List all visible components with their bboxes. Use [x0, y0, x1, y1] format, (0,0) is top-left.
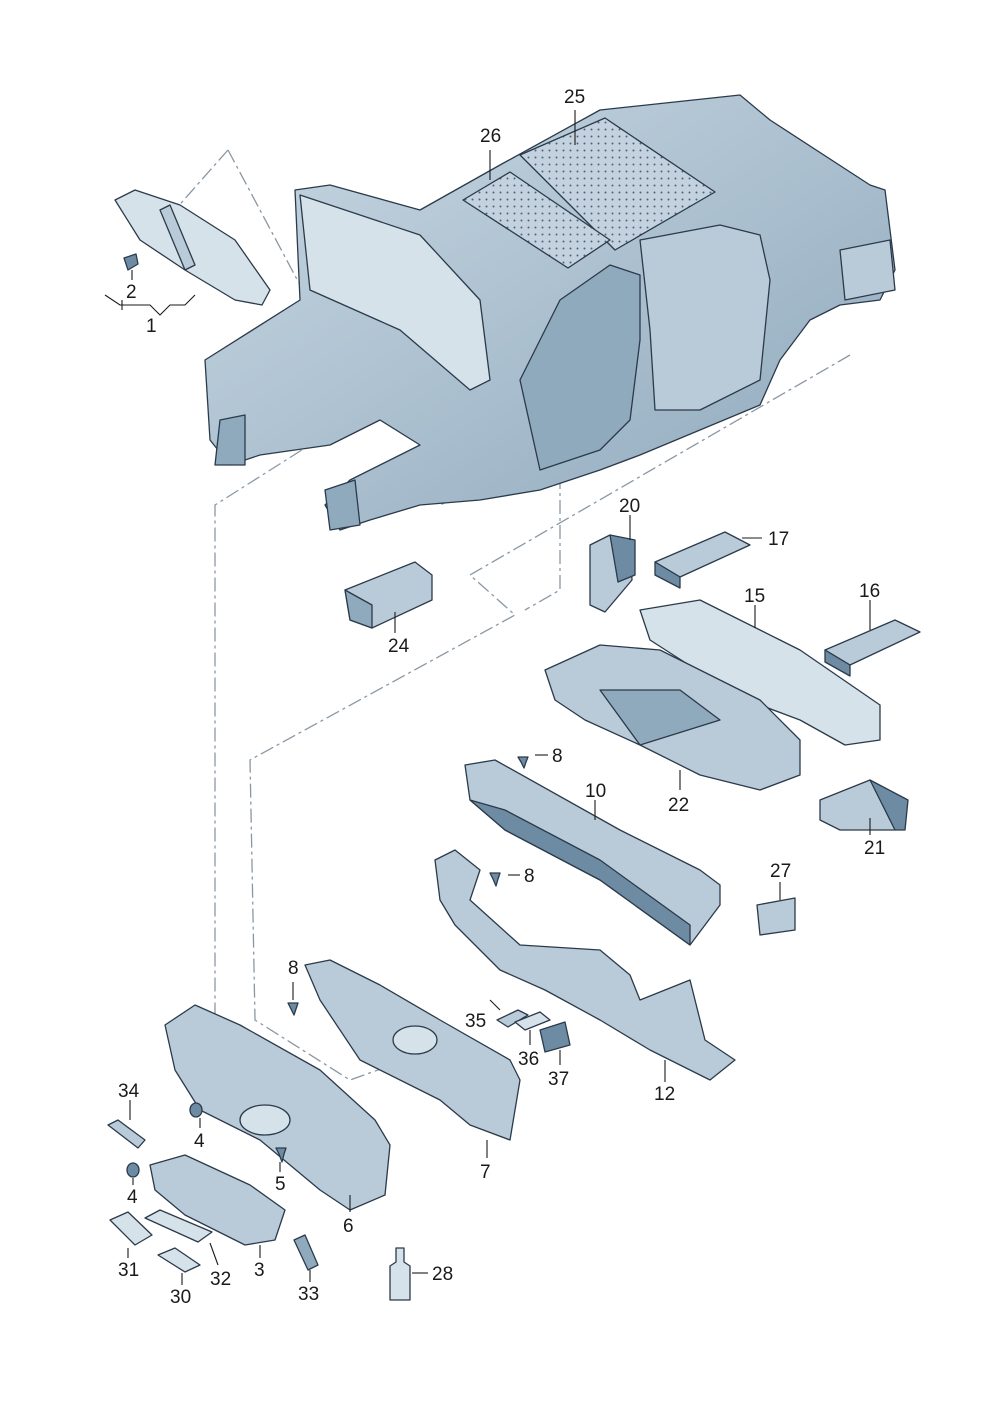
bulkhead-insulation-7	[304, 959, 521, 1141]
leader-lines	[104, 110, 871, 1285]
callout-4a: 4	[194, 1131, 205, 1152]
clip-2	[123, 253, 139, 271]
callout-10: 10	[585, 781, 606, 802]
callout-33: 33	[298, 1284, 319, 1305]
callout-27: 27	[770, 861, 791, 882]
callout-8a: 8	[552, 746, 563, 767]
screw-8c	[287, 1002, 299, 1016]
insulation-20	[589, 534, 636, 613]
firewall-insulation-12	[434, 849, 736, 1081]
grommet-4b	[126, 1162, 140, 1178]
pad-32	[144, 1209, 213, 1243]
callout-26: 26	[480, 126, 501, 147]
grommet-4a	[189, 1102, 203, 1118]
callout-labels: 1 2 26 25 24 20 17 15 16 8 10 22 21 8 27…	[118, 87, 885, 1308]
windshield-damper-1	[114, 189, 271, 306]
callout-24: 24	[388, 636, 410, 657]
callout-12: 12	[654, 1084, 675, 1105]
callout-17: 17	[768, 529, 789, 550]
callout-1: 1	[146, 316, 157, 337]
roof-pad-26	[462, 171, 611, 269]
callout-35: 35	[465, 1011, 486, 1032]
clip-27	[756, 897, 796, 936]
callout-5: 5	[275, 1174, 286, 1195]
pad-30	[157, 1247, 201, 1273]
pad-34	[107, 1119, 146, 1149]
pad-16	[824, 619, 921, 677]
callout-3: 3	[254, 1260, 265, 1281]
callout-16: 16	[859, 581, 880, 602]
screw-5	[275, 1147, 287, 1163]
pad-36	[514, 1011, 551, 1031]
screw-8b	[489, 872, 501, 887]
callout-32: 32	[210, 1269, 231, 1290]
callout-6: 6	[343, 1216, 354, 1237]
callout-28: 28	[432, 1264, 453, 1285]
floor-insulation-22	[544, 644, 801, 791]
callout-21: 21	[864, 838, 885, 859]
callout-15: 15	[744, 586, 765, 607]
pad-17	[654, 531, 751, 589]
lower-panel-3	[149, 1154, 286, 1246]
roof-pad-25	[519, 117, 716, 251]
callout-20: 20	[619, 496, 640, 517]
callout-30: 30	[170, 1287, 191, 1308]
insulation-21	[819, 779, 909, 831]
pad-33	[293, 1234, 319, 1271]
callout-37: 37	[548, 1069, 569, 1090]
callout-34: 34	[118, 1081, 140, 1102]
screw-8a	[517, 756, 529, 769]
callout-4b: 4	[127, 1187, 138, 1208]
air-duct-24	[344, 561, 433, 629]
callout-25: 25	[564, 87, 585, 108]
pad-35	[496, 1009, 529, 1028]
callout-8c: 8	[288, 958, 299, 979]
callout-22: 22	[668, 795, 689, 816]
car-body-shell	[204, 94, 896, 531]
callout-7: 7	[480, 1162, 491, 1183]
callout-8b: 8	[524, 866, 535, 887]
callout-36: 36	[518, 1049, 539, 1070]
adhesive-bottle-28	[389, 1247, 411, 1301]
cowl-panel-10	[464, 759, 721, 946]
pad-37	[539, 1021, 571, 1053]
pad-31	[109, 1211, 153, 1246]
callout-31: 31	[118, 1260, 139, 1281]
callout-2: 2	[126, 282, 137, 303]
